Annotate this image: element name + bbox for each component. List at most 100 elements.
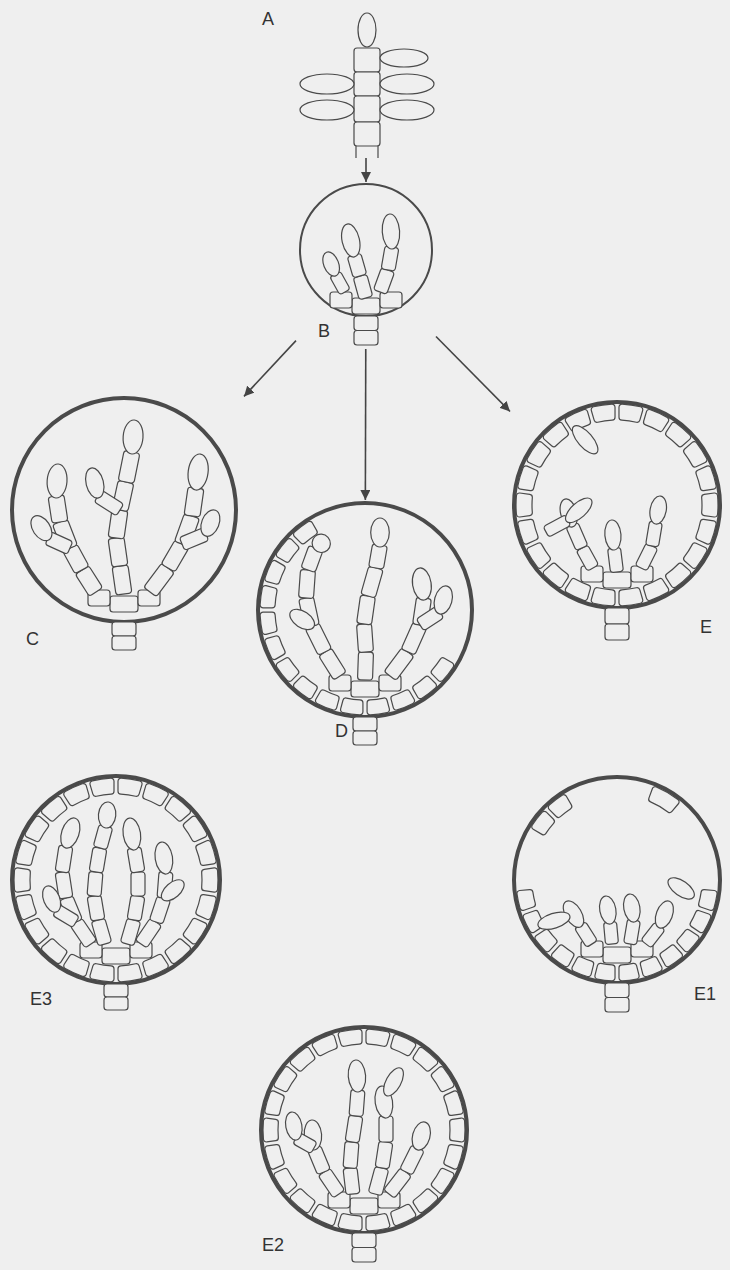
pericarp-cell: [444, 1145, 463, 1170]
cell: [351, 681, 379, 697]
cell: [352, 1233, 376, 1248]
pericarp-cell: [391, 690, 415, 710]
pericarp-cell: [543, 422, 568, 446]
pericarp-cell: [312, 1034, 337, 1055]
pericarp-cell: [702, 493, 718, 517]
filament-cell: [369, 544, 388, 570]
cell: [354, 48, 380, 72]
pericarp-cell: [315, 690, 339, 710]
development-arrow: [365, 158, 367, 182]
pericarp-cell: [696, 466, 716, 491]
figure-letter: E3: [30, 990, 52, 1008]
pericarp-cell: [202, 868, 218, 892]
terminal-cell: [380, 1065, 408, 1099]
cell: [354, 96, 380, 122]
pericarp-cell: [535, 929, 557, 951]
terminal-cell: [648, 495, 669, 526]
filament-cell: [48, 495, 68, 523]
terminal-cell: [339, 222, 363, 259]
pericarp-cell: [532, 811, 555, 834]
filament-cell: [299, 569, 316, 598]
pericarp-cell: [64, 784, 89, 806]
cystocarp-wall: [261, 1027, 467, 1233]
filament-cell: [89, 847, 107, 873]
filament-cell: [118, 450, 140, 483]
cell: [605, 624, 629, 640]
pericarp-cell: [644, 409, 669, 431]
cystocarp-drawing: [510, 398, 724, 642]
lateral-cell: [380, 100, 434, 120]
terminal-cell: [46, 463, 68, 498]
filament-cell: [343, 1141, 359, 1168]
filament-cell: [604, 921, 619, 944]
cystocarp-wall: [300, 184, 432, 316]
pericarp-cell: [450, 1118, 465, 1142]
figure-letter: C: [26, 630, 39, 648]
pericarp-cell: [684, 543, 707, 568]
cell: [354, 72, 380, 96]
figure-node: E3: [8, 772, 224, 1014]
terminal-cell: [97, 801, 117, 829]
pericarp-cell: [294, 676, 318, 698]
terminal-cell: [536, 909, 572, 933]
lateral-cell: [300, 100, 354, 120]
filament-cell: [379, 1116, 393, 1142]
cystocarp-drawing: [510, 774, 724, 1014]
figure-node: E2: [254, 1025, 476, 1265]
filament-cell: [349, 1089, 365, 1116]
filament-cell: [624, 919, 641, 945]
terminal-cell: [57, 815, 83, 850]
cell: [112, 636, 136, 650]
cystocarp-drawing: [8, 394, 244, 652]
figure-node: A: [255, 8, 477, 158]
pericarp-cell: [548, 795, 571, 818]
figure-letter: A: [262, 10, 274, 28]
cystocarp-drawing: [296, 182, 436, 349]
terminal-cell: [410, 567, 433, 602]
filament-cell: [646, 521, 663, 547]
terminal-cell: [197, 507, 223, 539]
pericarp-cell: [572, 957, 594, 977]
cystocarp-drawing: [8, 772, 224, 1014]
pericarp-cell: [666, 422, 691, 446]
pericarp-cell: [431, 1168, 454, 1193]
pericarp-cell: [413, 1189, 437, 1213]
pericarp-cell: [338, 1214, 362, 1231]
lateral-cell: [300, 74, 354, 94]
development-arrow: [436, 336, 510, 411]
cell: [380, 292, 402, 308]
pericarp-cell: [518, 466, 538, 491]
cell: [354, 331, 378, 346]
cell: [354, 122, 380, 146]
pericarp-cell: [591, 588, 615, 606]
pericarp-cell: [543, 563, 568, 587]
pericarp-cell: [413, 676, 437, 698]
filament-cell: [353, 274, 373, 300]
terminal-cell: [381, 213, 401, 249]
pericarp-cell: [341, 698, 363, 715]
pericarp-cell: [413, 1047, 437, 1071]
terminal-cell: [562, 494, 596, 527]
terminal-cell: [431, 584, 455, 616]
pericarp-cell: [16, 840, 36, 865]
cell: [354, 316, 378, 331]
pericarp-cell: [165, 797, 190, 822]
pericarp-cell: [290, 1047, 314, 1071]
filament-cell: [357, 623, 374, 652]
pericarp-cell: [265, 560, 285, 584]
filament-cell: [87, 871, 103, 896]
pericarp-cell: [196, 895, 216, 920]
cell: [104, 984, 128, 997]
pericarp-cell: [263, 1118, 278, 1142]
filament-cell: [347, 253, 366, 278]
cystocarp-wall: [258, 503, 472, 717]
figure-node: E: [510, 398, 724, 642]
pericarp-cell: [690, 911, 711, 933]
terminal-cell: [158, 876, 188, 905]
terminal-cell: [597, 895, 618, 926]
terminal-cell: [283, 1111, 304, 1142]
terminal-cell: [27, 512, 57, 545]
filament-cell: [345, 1115, 363, 1143]
pericarp-cell: [90, 964, 114, 982]
pericarp-cell: [677, 929, 699, 951]
